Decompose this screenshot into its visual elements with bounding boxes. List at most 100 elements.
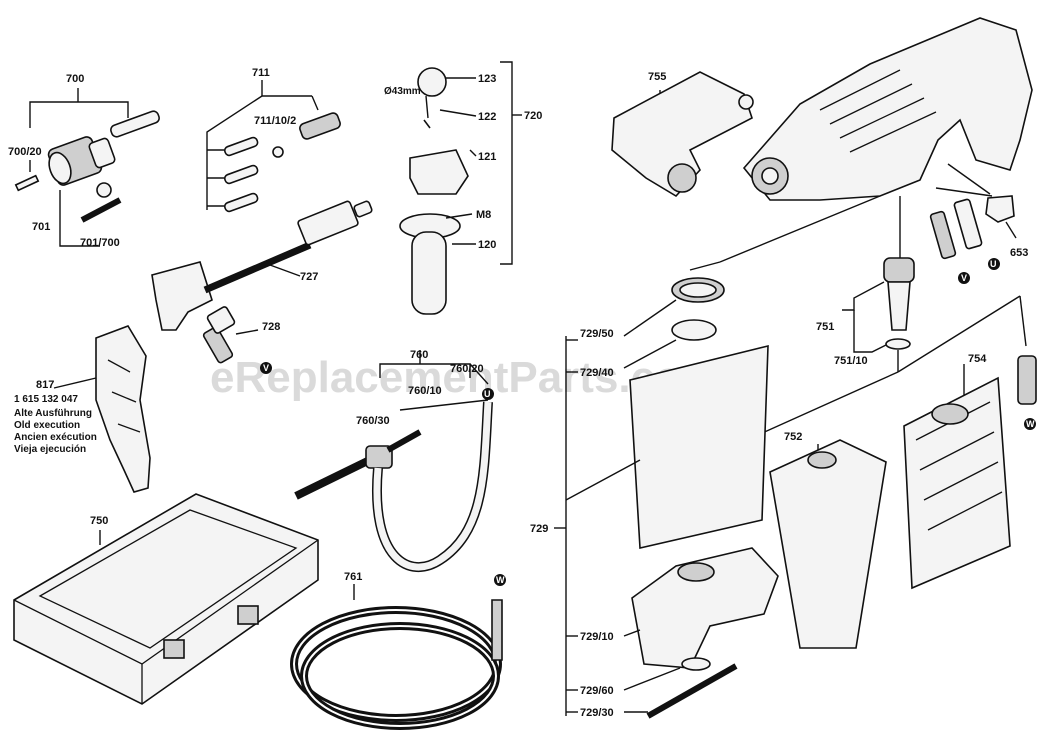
filter-bags-group: 754 752 W xyxy=(769,353,1037,649)
clamp-body-121-part xyxy=(409,149,469,195)
bit-holder-part xyxy=(299,112,341,140)
case-latch-1 xyxy=(163,639,185,659)
hose-760-10-part xyxy=(373,401,492,571)
t-piece-760-30-part xyxy=(365,445,393,469)
label-729-60: 729/60 xyxy=(580,685,614,697)
clamp-band-123-part xyxy=(417,67,447,97)
label-diameter-43mm: Ø43mm xyxy=(384,86,421,97)
label-755: 755 xyxy=(648,71,666,83)
seal-729-40-part xyxy=(671,319,717,341)
label-817: 817 xyxy=(36,379,54,391)
label-720: 720 xyxy=(524,110,542,122)
angle-attachment-group: 755 xyxy=(611,71,754,198)
rotary-hammer-housing-part xyxy=(742,17,1033,201)
label-760-10: 760/10 xyxy=(408,385,442,397)
bit-ring-part xyxy=(272,146,284,158)
label-760: 760 xyxy=(410,349,428,361)
label-817-part-number: 1 615 132 047 xyxy=(14,394,78,405)
badge-w-2 xyxy=(1024,418,1036,430)
depth-stop-clamp-part xyxy=(151,261,213,331)
label-700: 700 xyxy=(66,73,84,85)
chuck-screw-part xyxy=(14,174,40,192)
depth-stop-group: V 727 728 xyxy=(151,200,373,374)
label-727: 727 xyxy=(300,271,318,283)
handle-817-part xyxy=(95,325,151,493)
seal-751-10-part xyxy=(885,338,911,350)
label-729: 729 xyxy=(530,523,548,535)
label-653: 653 xyxy=(1010,247,1028,259)
screw-122-part xyxy=(423,119,431,129)
svg-text:U: U xyxy=(990,259,997,269)
label-750: 750 xyxy=(90,515,108,527)
svg-text:V: V xyxy=(961,273,967,283)
label-751-10: 751/10 xyxy=(834,355,868,367)
spring-728-part xyxy=(202,326,234,364)
side-handle-group: 123 122 121 120 720 M8 Ø43mm xyxy=(384,61,542,315)
dust-bag-752-part xyxy=(769,439,887,649)
badge-u-1 xyxy=(482,388,494,400)
svg-text:W: W xyxy=(1026,419,1035,429)
angle-attachment-755-part xyxy=(611,71,753,198)
label-761: 761 xyxy=(344,571,362,583)
bracket-700 xyxy=(29,101,129,128)
label-760-30: 760/30 xyxy=(356,415,390,427)
carrying-case-group: 750 xyxy=(13,493,319,705)
note-old-execution-en: Old execution xyxy=(14,420,80,431)
bit-3-part xyxy=(223,192,259,213)
label-729-10: 729/10 xyxy=(580,631,614,643)
brush-cap-653-part xyxy=(985,195,1015,223)
label-701-700: 701/700 xyxy=(80,237,120,249)
container-cover-729-10-part xyxy=(631,547,779,669)
badge-u-2 xyxy=(988,258,1000,270)
note-old-execution-fr: Ancien exécution xyxy=(14,432,97,443)
note-old-execution-es: Vieja ejecución xyxy=(14,444,86,455)
extraction-tube-group: U 760 760/20 760/10 760/30 xyxy=(294,349,494,573)
label-752: 752 xyxy=(784,431,802,443)
brush-spring-part xyxy=(929,210,957,260)
depth-stop-head-part xyxy=(297,200,359,246)
hose-761-end-part xyxy=(491,599,503,661)
badge-v-2 xyxy=(958,272,970,284)
label-120: 120 xyxy=(478,239,496,251)
chuck-adapter-part xyxy=(110,110,160,138)
bit-set-group: 711 711/10/2 xyxy=(206,67,341,213)
handle-grip-120-part xyxy=(411,231,447,315)
disc-729-60-part xyxy=(681,657,711,671)
label-122: 122 xyxy=(478,111,496,123)
carbon-brush-group: V U 653 xyxy=(929,163,1028,284)
bit-2-part xyxy=(223,164,259,185)
label-729-40: 729/40 xyxy=(580,367,614,379)
badge-w-1 xyxy=(494,574,506,586)
label-754: 754 xyxy=(968,353,987,365)
chuck-key-part xyxy=(96,182,112,198)
label-729-30: 729/30 xyxy=(580,707,614,719)
spring-w-part xyxy=(1017,355,1037,405)
nozzle-751-cap-part xyxy=(883,257,915,283)
nozzle-group: 751 751/10 xyxy=(759,257,1027,435)
label-760-20: 760/20 xyxy=(450,363,484,375)
case-latch-2 xyxy=(237,605,259,625)
label-729-50: 729/50 xyxy=(580,328,614,340)
brush-holder-part xyxy=(953,198,983,250)
label-701: 701 xyxy=(32,221,50,233)
note-old-execution-de: Alte Ausführung xyxy=(14,408,92,419)
drill-chuck-group: 700 700/20 701 701/700 xyxy=(8,73,160,249)
label-711-10-2: 711/10/2 xyxy=(254,115,296,127)
svg-text:U: U xyxy=(484,389,491,399)
carrying-case-750-part xyxy=(13,493,319,705)
container-729-part xyxy=(629,344,769,549)
drill-chuck-part xyxy=(47,136,116,186)
label-728: 728 xyxy=(262,321,280,333)
label-123: 123 xyxy=(478,73,496,85)
label-m8: M8 xyxy=(476,209,491,221)
badge-v-1 xyxy=(260,362,272,374)
handle-817-group: 817 1 615 132 047 Alte Ausführung Old ex… xyxy=(14,325,151,493)
label-121: 121 xyxy=(478,151,496,163)
rotary-hammer-body-group xyxy=(689,17,1033,271)
coiled-hose-group: W 761 xyxy=(290,571,506,730)
nozzle-751-part xyxy=(887,281,911,331)
dust-container-group: 729/50 729/40 729 729/10 729/60 729/30 xyxy=(530,277,779,719)
rod-729-30-part xyxy=(646,663,738,719)
label-711: 711 xyxy=(252,67,270,79)
